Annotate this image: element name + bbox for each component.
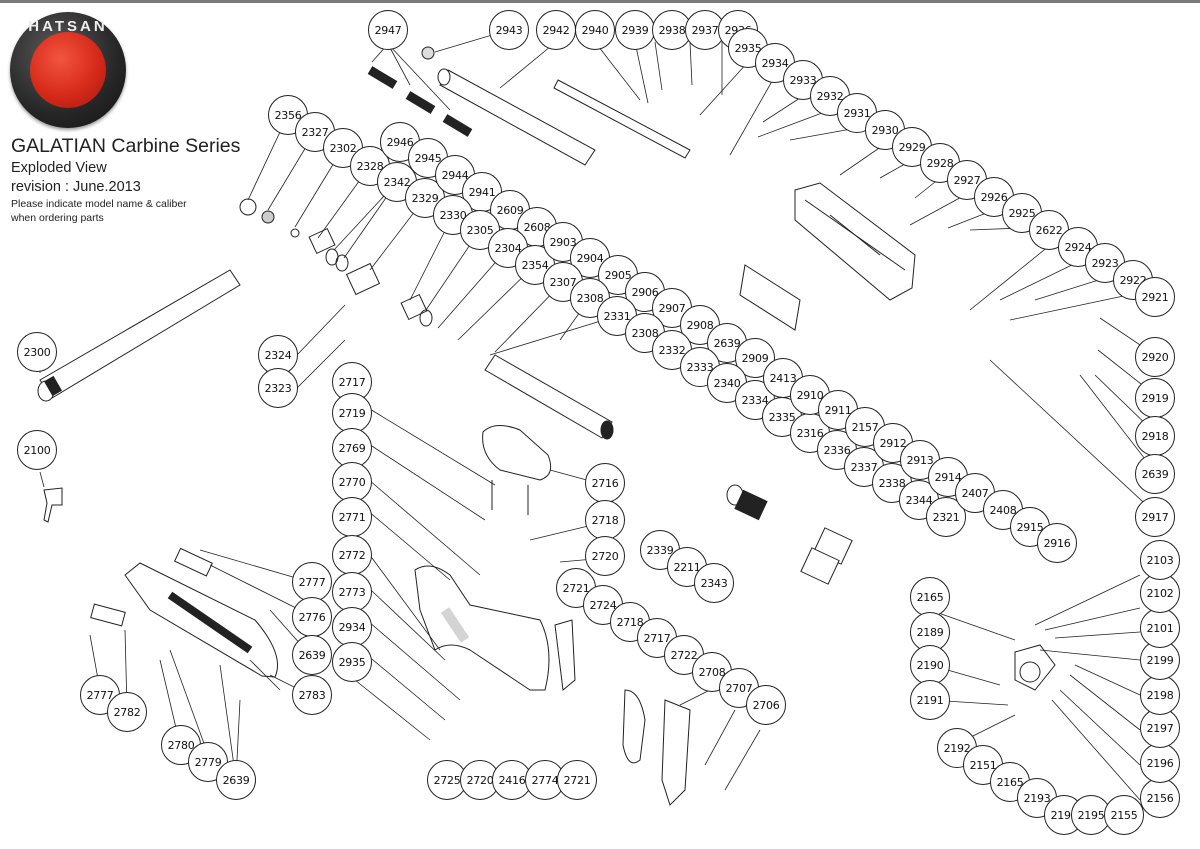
part-callout-2769: 2769 [332, 428, 372, 468]
barrel-part [37, 269, 241, 402]
part-callout-2103: 2103 [1140, 540, 1180, 580]
part-callout-2770: 2770 [332, 462, 372, 502]
part-callout-2939: 2939 [615, 10, 655, 50]
part-callout-2724: 2724 [583, 585, 623, 625]
part-callout-2408: 2408 [983, 490, 1023, 530]
part-callout-2196: 2196 [1140, 743, 1180, 783]
part-callout-2343: 2343 [694, 563, 734, 603]
part-callout-2337: 2337 [844, 447, 884, 487]
part-callout-2165: 2165 [910, 577, 950, 617]
part-callout-2191: 2191 [910, 680, 950, 720]
part-callout-2718: 2718 [585, 500, 625, 540]
part-callout-2156: 2156 [1140, 778, 1180, 818]
part-callout-2780: 2780 [161, 725, 201, 765]
part-callout-2779: 2779 [188, 742, 228, 782]
part-callout-2639: 2639 [1135, 454, 1175, 494]
part-callout-2716: 2716 [585, 463, 625, 503]
part-callout-2639: 2639 [216, 760, 256, 800]
part-callout-2300: 2300 [17, 332, 57, 372]
part-callout-2155: 2155 [1104, 795, 1144, 835]
ordering-note-line2: when ordering parts [11, 212, 104, 224]
part-callout-2720: 2720 [585, 536, 625, 576]
part-callout-2921: 2921 [1135, 277, 1175, 317]
part-callout-2935: 2935 [332, 642, 372, 682]
air-cylinder-part [421, 46, 596, 166]
part-callout-2772: 2772 [332, 535, 372, 575]
part-callout-2919: 2919 [1135, 378, 1175, 418]
part-callout-2776: 2776 [292, 597, 332, 637]
part-callout-2920: 2920 [1135, 337, 1175, 377]
part-callout-2943: 2943 [489, 10, 529, 50]
top-border [0, 0, 1200, 3]
part-callout-2777: 2777 [292, 562, 332, 602]
forend-part [124, 562, 278, 678]
pin-set-2947 [367, 66, 473, 137]
part-callout-2783: 2783 [292, 675, 332, 715]
page-subtitle: Exploded View [11, 160, 107, 176]
part-callout-2719: 2719 [332, 393, 372, 433]
part-callout-2782: 2782 [107, 692, 147, 732]
part-callout-2323: 2323 [258, 368, 298, 408]
part-callout-2932: 2932 [810, 76, 850, 116]
part-callout-2720: 2720 [460, 760, 500, 800]
bow-emblem-icon [30, 32, 106, 108]
part-callout-2190: 2190 [910, 645, 950, 685]
part-callout-2100: 2100 [17, 430, 57, 470]
part-callout-2918: 2918 [1135, 416, 1175, 456]
trigger-group-part [1014, 644, 1056, 691]
part-callout-2934: 2934 [332, 607, 372, 647]
air-reservoir-part [484, 354, 614, 440]
part-callout-2193: 2193 [1017, 778, 1057, 818]
title-block: GALATIAN Carbine Series Exploded View re… [11, 134, 240, 225]
hatsan-logo: HATSAN [10, 12, 126, 128]
part-callout-2706: 2706 [746, 685, 786, 725]
receiver-part [794, 182, 916, 301]
stock-part [414, 565, 550, 691]
part-callout-2917: 2917 [1135, 497, 1175, 537]
part-callout-2947: 2947 [368, 10, 408, 50]
cheek-rest-part [482, 425, 552, 515]
revision-text: revision : June.2013 [11, 179, 141, 195]
part-callout-2198: 2198 [1140, 675, 1180, 715]
page-title: GALATIAN Carbine Series [11, 135, 241, 157]
part-callout-2940: 2940 [575, 10, 615, 50]
part-callout-2771: 2771 [332, 497, 372, 537]
part-callout-2773: 2773 [332, 572, 372, 612]
part-callout-2721: 2721 [557, 760, 597, 800]
ordering-note-line1: Please indicate model name & caliber [11, 198, 187, 210]
hammer-rod-part [553, 79, 691, 159]
part-callout-2356: 2356 [268, 95, 308, 135]
part-callout-2937: 2937 [685, 10, 725, 50]
part-callout-2101: 2101 [1140, 608, 1180, 648]
part-callout-2639: 2639 [292, 635, 332, 675]
part-callout-2916: 2916 [1037, 523, 1077, 563]
logo-brand-text: HATSAN [28, 18, 108, 35]
part-callout-2942: 2942 [536, 10, 576, 50]
